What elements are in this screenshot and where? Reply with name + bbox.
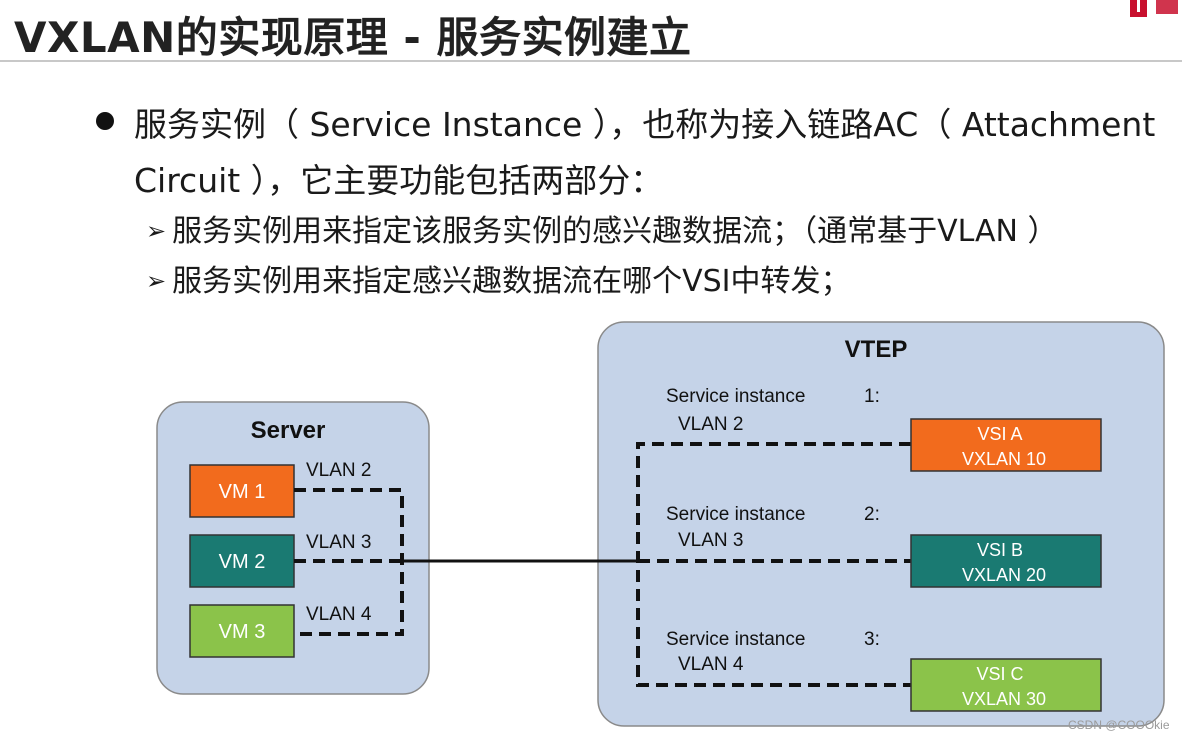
vm-label: VM 3 (219, 621, 266, 643)
bullet-text-line-2: Circuit ），它主要功能包括两部分： (134, 161, 664, 200)
service-instance-number: 3: (864, 629, 880, 650)
service-instance-vlan: VLAN 2 (678, 414, 743, 435)
service-instance-number: 1: (864, 386, 880, 407)
vsi-box (910, 534, 1102, 588)
vsi-vxlan: VXLAN 10 (962, 449, 1046, 469)
arrow-bullet-icon: ➢ (146, 267, 167, 295)
vm-box (189, 534, 295, 588)
vm-vlan-label: VLAN 2 (306, 460, 371, 481)
watermark-text: CSDN @COOOkie (1068, 718, 1170, 732)
service-instance-vlan: VLAN 3 (678, 530, 743, 551)
vtep-label: VTEP (845, 336, 908, 363)
vm-vlan-label: VLAN 4 (306, 604, 372, 625)
server-label: Server (251, 417, 326, 444)
service-instance-vlan: VLAN 4 (678, 654, 744, 675)
vsi-name: VSI A (977, 424, 1022, 444)
vm-vlan-label: VLAN 3 (306, 532, 371, 553)
bullet-text-line-1: 服务实例（ Service Instance ），也称为接入链路AC（ Atta… (134, 105, 1156, 144)
sub-item-text: 服务实例用来指定感兴趣数据流在哪个VSI中转发； (172, 264, 851, 299)
vsi-name: VSI B (977, 540, 1023, 560)
vm-box (189, 604, 295, 658)
vsi-box (910, 658, 1102, 712)
service-instance-label: Service instance (666, 629, 805, 650)
bullet-dot-icon (96, 112, 114, 130)
sub-item: ➢服务实例用来指定感兴趣数据流在哪个VSI中转发； (146, 256, 851, 300)
service-instance-number: 2: (864, 504, 880, 525)
vtep-dashed-links (636, 442, 911, 687)
sub-item: ➢服务实例用来指定该服务实例的感兴趣数据流；（通常基于VLAN ） (146, 206, 1058, 250)
brand-logo-icon (1130, 0, 1178, 17)
title-divider (0, 60, 1182, 62)
vsi-box (910, 418, 1102, 472)
vsi-vxlan: VXLAN 20 (962, 565, 1046, 585)
page-title: VXLAN的实现原理 - 服务实例建立 (14, 13, 692, 62)
vsi-vxlan: VXLAN 30 (962, 689, 1046, 709)
arrow-bullet-icon: ➢ (146, 217, 167, 245)
vsi-name: VSI C (976, 664, 1023, 684)
sub-item-text: 服务实例用来指定该服务实例的感兴趣数据流；（通常基于VLAN ） (172, 214, 1058, 249)
service-instance-label: Service instance (666, 504, 805, 525)
vm-label: VM 2 (219, 551, 266, 573)
service-instance-label: Service instance (666, 386, 805, 407)
vm-label: VM 1 (219, 481, 266, 503)
